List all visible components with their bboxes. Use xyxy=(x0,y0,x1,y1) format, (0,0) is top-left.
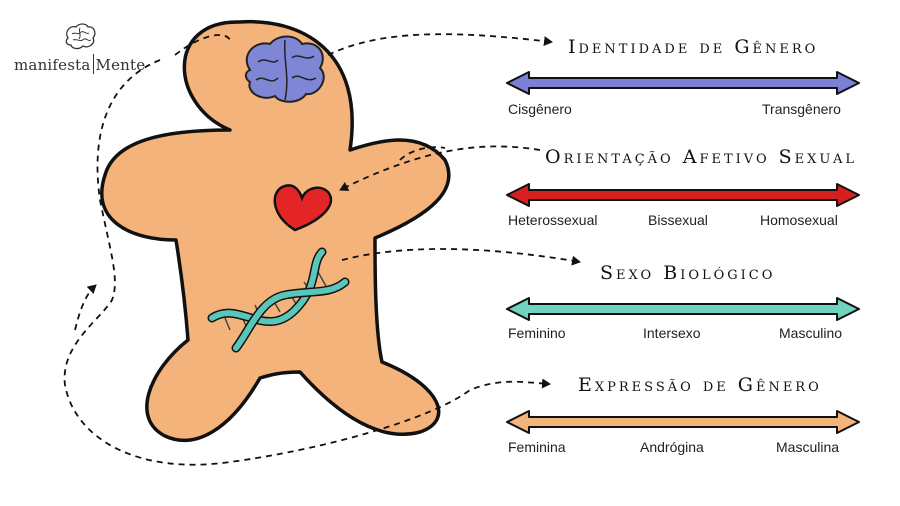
connector-body-loop xyxy=(63,34,550,466)
scale-arrow-biological-sex xyxy=(506,297,860,321)
heart-icon xyxy=(273,184,333,232)
connector-loop-up xyxy=(74,284,97,331)
connector-heart xyxy=(339,145,541,191)
logo-text-mente: Mente xyxy=(95,56,146,74)
dna-icon xyxy=(207,247,350,353)
scale-label-masculine: Masculina xyxy=(776,439,840,455)
scale-arrow-gender-identity xyxy=(506,71,860,95)
scale-title-biological-sex: Sexo Biológico xyxy=(600,262,776,284)
connector-dna xyxy=(341,248,581,266)
scale-label-transgender: Transgênero xyxy=(762,101,841,117)
scale-arrow-gender-expression xyxy=(506,410,860,434)
scale-label-heterosexual: Heterossexual xyxy=(508,212,598,228)
scale-arrow-orientation xyxy=(506,183,860,207)
scale-label-intersex: Intersexo xyxy=(643,325,701,341)
scale-label-androgynous: Andrógina xyxy=(640,439,704,455)
logo-text-manifesta: manifesta xyxy=(14,56,91,74)
connector-brain xyxy=(327,33,553,56)
scale-label-male: Masculino xyxy=(779,325,843,341)
scale-label-bisexual: Bissexual xyxy=(648,212,708,228)
brain-icon xyxy=(244,35,325,103)
scale-label-homosexual: Homosexual xyxy=(760,212,838,228)
logo-separator xyxy=(92,54,94,74)
scale-title-orientation: Orientação Afetivo Sexual xyxy=(545,146,857,168)
gingerbread-body xyxy=(100,19,451,442)
scale-label-feminine: Feminina xyxy=(508,439,566,455)
scale-title-gender-expression: Expressão de Gênero xyxy=(578,374,822,396)
scale-label-female: Feminino xyxy=(508,325,566,341)
scale-title-gender-identity: Identidade de Gênero xyxy=(568,36,819,58)
scale-label-cisgender: Cisgênero xyxy=(508,101,572,117)
connector-heart-back xyxy=(399,146,446,161)
brain-icon xyxy=(65,23,96,50)
